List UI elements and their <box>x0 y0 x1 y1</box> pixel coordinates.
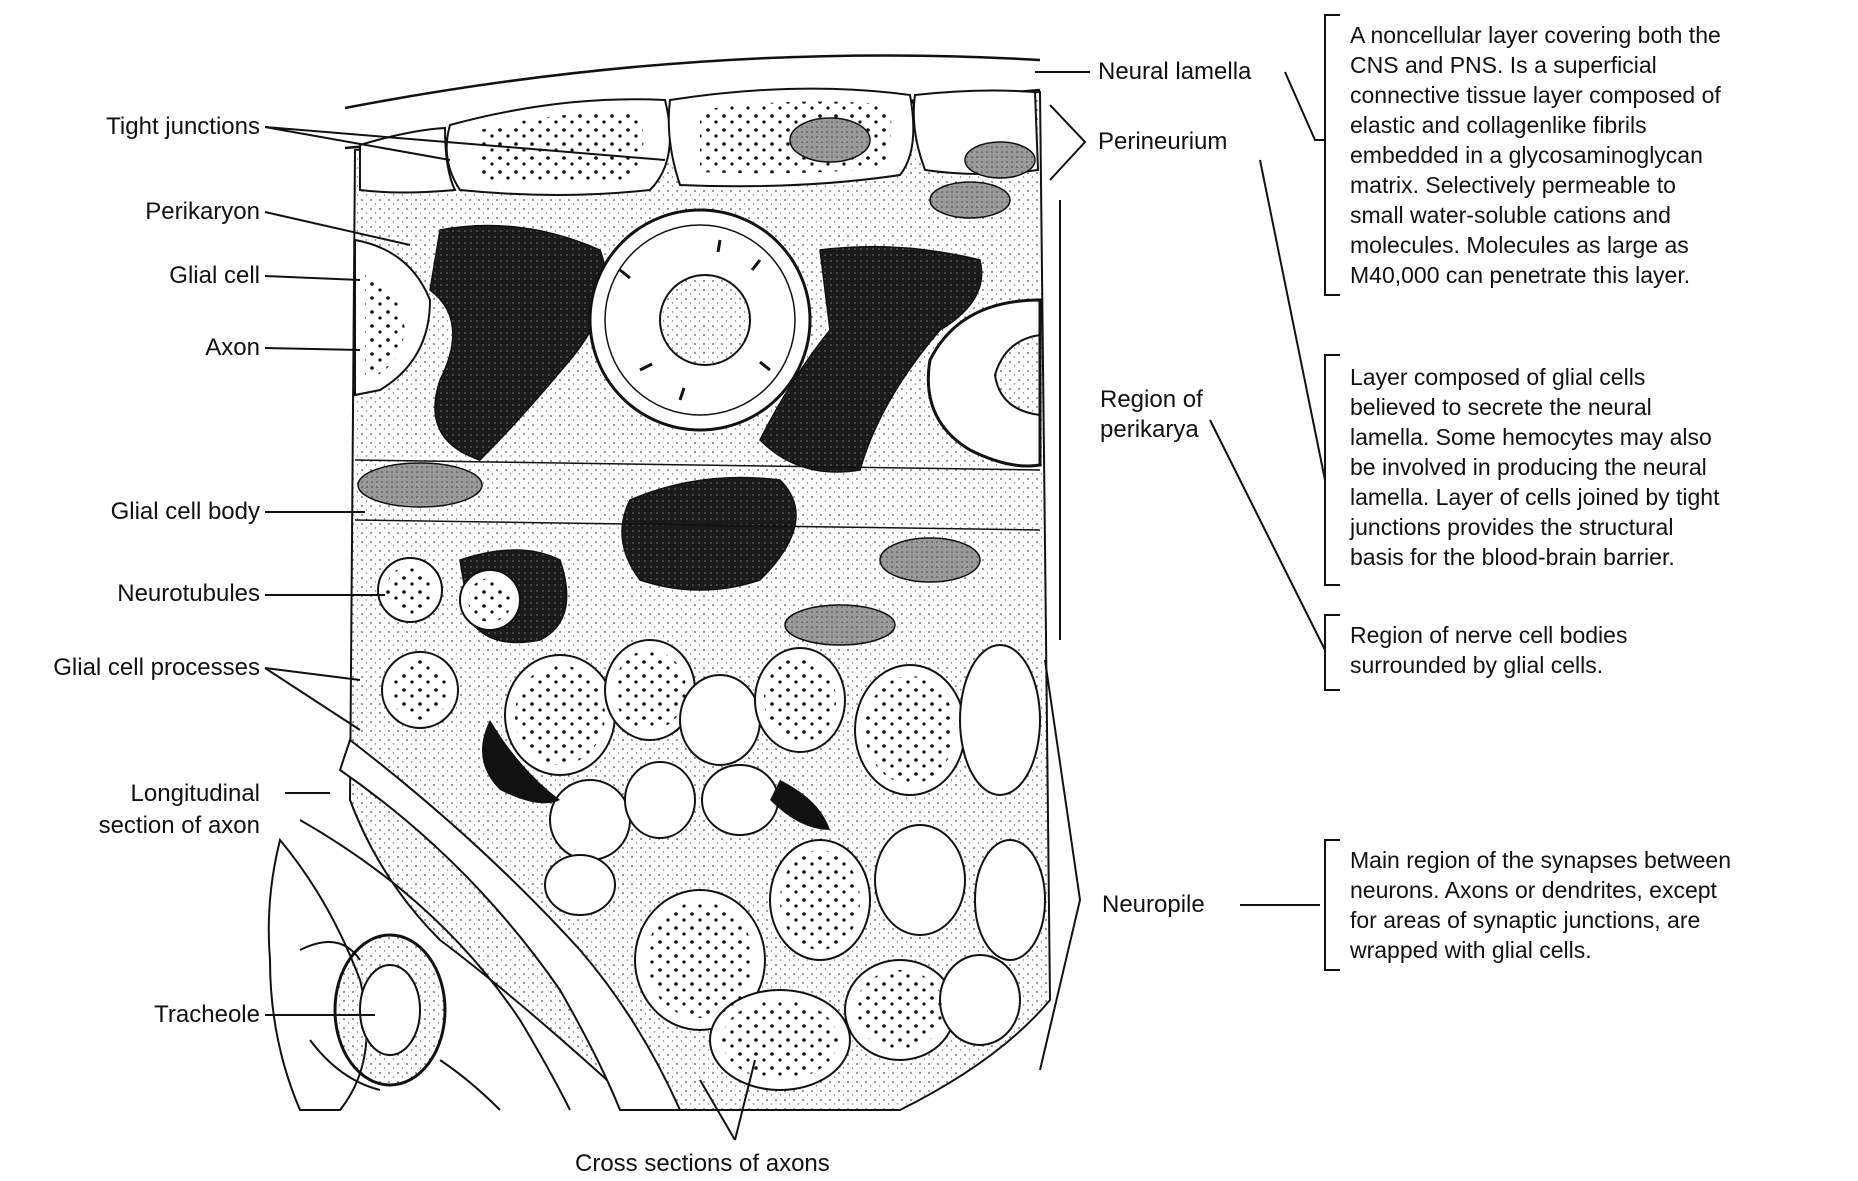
description-neuropile: Main region of the synapses between neur… <box>1350 845 1830 965</box>
desc-line: believed to secrete the neural <box>1350 392 1830 422</box>
label-longitudinal-line2: section of axon <box>99 812 260 840</box>
label-region-perikarya-line2: perikarya <box>1100 416 1199 444</box>
desc-line: molecules. Molecules as large as <box>1350 230 1830 260</box>
desc-line: Main region of the synapses between <box>1350 845 1830 875</box>
desc-line: small water-soluble cations and <box>1350 200 1830 230</box>
desc-line: embedded in a glycosaminoglycan <box>1350 140 1830 170</box>
label-neurotubules: Neurotubules <box>117 580 260 608</box>
label-neuropile: Neuropile <box>1102 891 1205 919</box>
label-tight-junctions: Tight junctions <box>106 113 260 141</box>
label-region-perikarya-line1: Region of <box>1100 386 1203 414</box>
desc-line: be involved in producing the neural <box>1350 452 1830 482</box>
label-glial-cell: Glial cell <box>169 262 260 290</box>
label-glial-cell-processes: Glial cell processes <box>53 654 260 682</box>
desc-line: surrounded by glial cells. <box>1350 650 1830 680</box>
desc-line: Region of nerve cell bodies <box>1350 620 1830 650</box>
desc-line: basis for the blood-brain barrier. <box>1350 542 1830 572</box>
label-glial-cell-body: Glial cell body <box>111 498 260 526</box>
desc-line: for areas of synaptic junctions, are <box>1350 905 1830 935</box>
perikaryon-nucleus <box>660 275 750 365</box>
desc-line: CNS and PNS. Is a superficial <box>1350 50 1830 80</box>
description-perikarya: Region of nerve cell bodies surrounded b… <box>1350 620 1830 680</box>
desc-line: elastic and collagenlike fibrils <box>1350 110 1830 140</box>
label-neural-lamella: Neural lamella <box>1098 58 1251 86</box>
desc-line: lamella. Layer of cells joined by tight <box>1350 482 1830 512</box>
desc-line: M40,000 can penetrate this layer. <box>1350 260 1830 290</box>
description-neural-lamella: A noncellular layer covering both the CN… <box>1350 20 1830 290</box>
desc-line: A noncellular layer covering both the <box>1350 20 1830 50</box>
desc-line: junctions provides the structural <box>1350 512 1830 542</box>
desc-line: neurons. Axons or dendrites, except <box>1350 875 1830 905</box>
perineurium-nucleus <box>790 118 870 162</box>
desc-line: lamella. Some hemocytes may also <box>1350 422 1830 452</box>
description-perineurium: Layer composed of glial cells believed t… <box>1350 362 1830 572</box>
desc-line: matrix. Selectively permeable to <box>1350 170 1830 200</box>
label-perineurium: Perineurium <box>1098 128 1227 156</box>
label-cross-sections: Cross sections of axons <box>575 1150 830 1178</box>
desc-line: connective tissue layer composed of <box>1350 80 1830 110</box>
label-tracheole: Tracheole <box>154 1001 260 1029</box>
desc-line: Layer composed of glial cells <box>1350 362 1830 392</box>
label-longitudinal-line1: Longitudinal <box>131 780 260 808</box>
label-axon: Axon <box>205 334 260 362</box>
label-perikaryon: Perikaryon <box>145 198 260 226</box>
desc-line: wrapped with glial cells. <box>1350 935 1830 965</box>
